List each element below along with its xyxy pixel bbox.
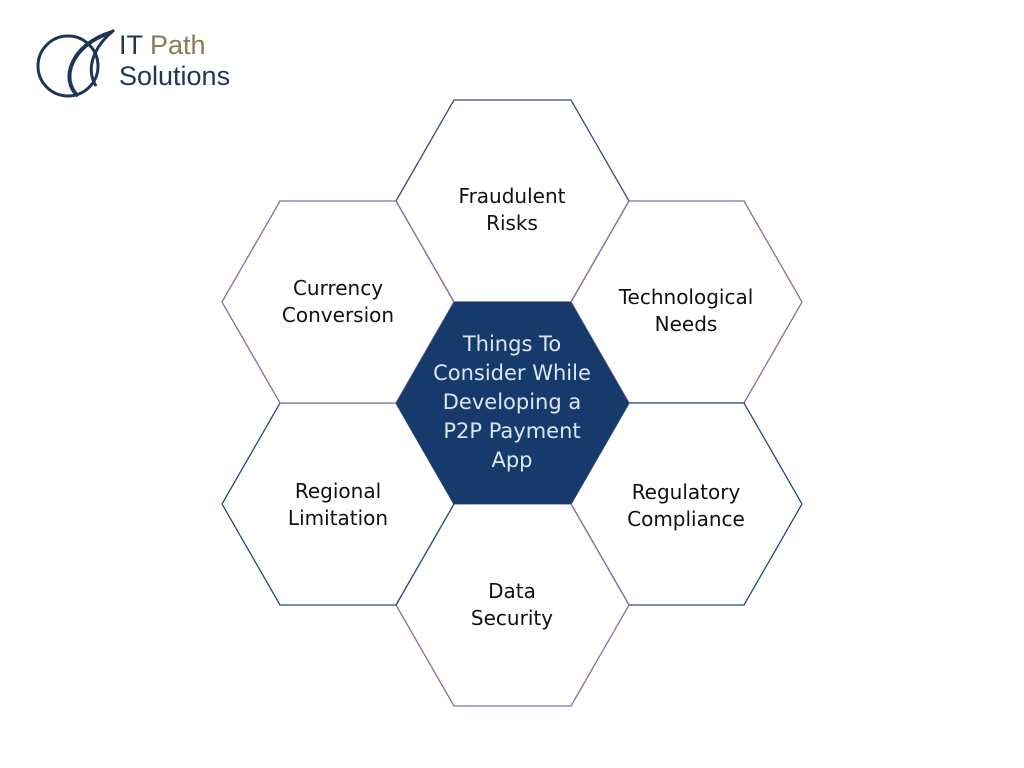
logo-mark-icon <box>36 28 115 98</box>
logo-path: Path <box>150 30 206 60</box>
logo-it: IT <box>119 30 143 60</box>
hex-center <box>396 302 629 504</box>
logo-solutions: Solutions <box>119 61 231 91</box>
logo-text: IT Path Solutions <box>119 30 230 92</box>
